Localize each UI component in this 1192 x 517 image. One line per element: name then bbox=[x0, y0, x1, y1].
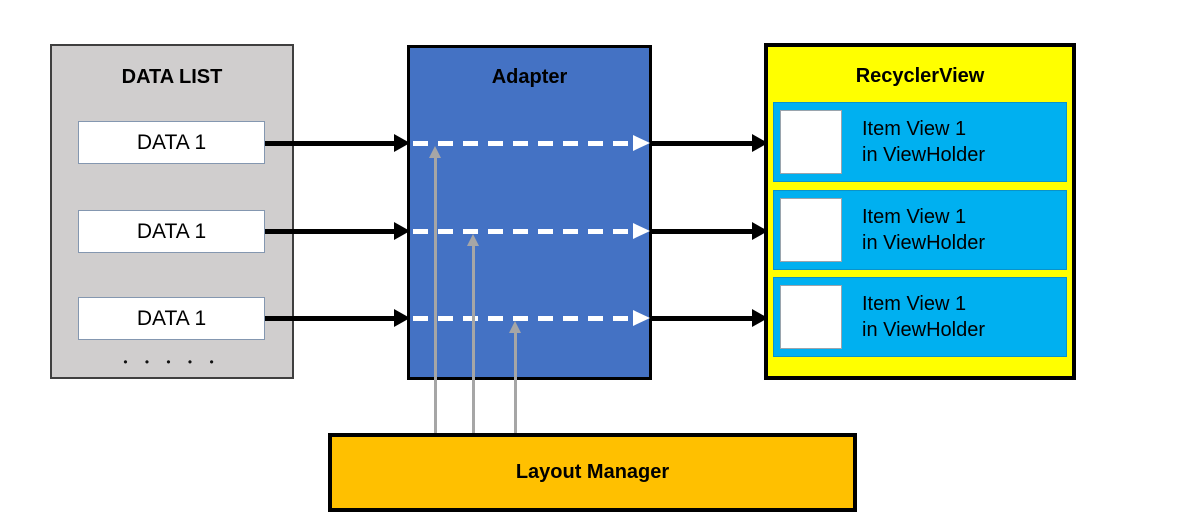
arrow-data1-to-adapter-shaft bbox=[265, 141, 397, 146]
layout-manager-title: Layout Manager bbox=[515, 461, 670, 483]
arrow-adapter-to-item3-shaft bbox=[652, 316, 754, 321]
arrow-adapter-to-item1-head-icon bbox=[752, 134, 768, 152]
item-view-1: Item View 1 in ViewHolder bbox=[773, 102, 1067, 182]
data-item-1-label: DATA 1 bbox=[136, 130, 207, 154]
item-view-1-label: Item View 1 in ViewHolder bbox=[862, 116, 985, 168]
arrow-data3-to-adapter-shaft bbox=[265, 316, 397, 321]
recyclerview-box: RecyclerView Item View 1 in ViewHolder I… bbox=[764, 43, 1076, 380]
data-list-ellipsis: • • • • • bbox=[123, 355, 221, 369]
item-view-1-thumbnail bbox=[780, 110, 842, 174]
arrow-adapter-to-item2-head-icon bbox=[752, 222, 768, 240]
arrow-layoutmanager-to-row3-shaft bbox=[514, 333, 517, 433]
arrow-layoutmanager-to-row3-head-icon bbox=[509, 321, 521, 333]
dashed-arrow-row2-head-icon bbox=[633, 223, 650, 239]
item-view-3-label: Item View 1 in ViewHolder bbox=[862, 291, 985, 343]
item-view-2-line1: Item View 1 bbox=[862, 206, 967, 228]
item-view-3-line1: Item View 1 bbox=[862, 293, 967, 315]
arrow-layoutmanager-to-row1-head-icon bbox=[429, 146, 441, 158]
arrow-data2-to-adapter-shaft bbox=[265, 229, 397, 234]
dashed-arrow-row3-head-icon bbox=[633, 310, 650, 326]
arrow-adapter-to-item2-shaft bbox=[652, 229, 754, 234]
recyclerview-title: RecyclerView bbox=[855, 65, 985, 87]
arrow-layoutmanager-to-row1-shaft bbox=[434, 158, 437, 433]
item-view-2-thumbnail bbox=[780, 198, 842, 262]
arrow-layoutmanager-to-row2-head-icon bbox=[467, 234, 479, 246]
item-view-1-line1: Item View 1 bbox=[862, 118, 967, 140]
item-view-2-line2: in ViewHolder bbox=[862, 232, 986, 254]
data-item-2-label: DATA 1 bbox=[136, 219, 207, 243]
data-list-title: DATA LIST bbox=[121, 66, 223, 88]
layout-manager-box: Layout Manager bbox=[328, 433, 857, 512]
item-view-2: Item View 1 in ViewHolder bbox=[773, 190, 1067, 270]
arrow-data1-to-adapter-head-icon bbox=[394, 134, 410, 152]
item-view-1-line2: in ViewHolder bbox=[862, 144, 986, 166]
arrow-data3-to-adapter-head-icon bbox=[394, 309, 410, 327]
item-view-2-label: Item View 1 in ViewHolder bbox=[862, 204, 985, 256]
dashed-arrow-row1-shaft bbox=[413, 141, 632, 146]
item-view-3-line2: in ViewHolder bbox=[862, 319, 986, 341]
item-view-3: Item View 1 in ViewHolder bbox=[773, 277, 1067, 357]
item-view-3-thumbnail bbox=[780, 285, 842, 349]
arrow-adapter-to-item3-head-icon bbox=[752, 309, 768, 327]
adapter-title: Adapter bbox=[491, 66, 568, 88]
data-item-1: DATA 1 bbox=[78, 121, 265, 164]
arrow-layoutmanager-to-row2-shaft bbox=[472, 246, 475, 433]
data-item-3-label: DATA 1 bbox=[136, 306, 207, 330]
dashed-arrow-row2-shaft bbox=[413, 229, 632, 234]
data-item-3: DATA 1 bbox=[78, 297, 265, 340]
arrow-adapter-to-item1-shaft bbox=[652, 141, 754, 146]
data-list-box: DATA LIST DATA 1 DATA 1 DATA 1 • • • • • bbox=[50, 44, 294, 379]
arrow-data2-to-adapter-head-icon bbox=[394, 222, 410, 240]
dashed-arrow-row1-head-icon bbox=[633, 135, 650, 151]
dashed-arrow-row3-shaft bbox=[413, 316, 632, 321]
adapter-box: Adapter bbox=[407, 45, 652, 380]
data-item-2: DATA 1 bbox=[78, 210, 265, 253]
